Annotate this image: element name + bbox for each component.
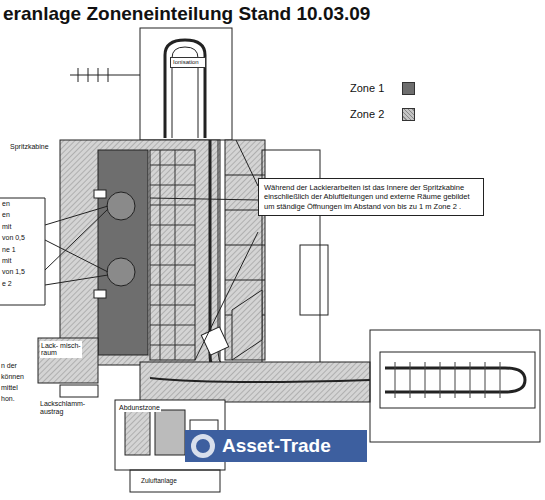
legend-label: Zone 1 — [350, 82, 384, 95]
node-text: en — [2, 200, 48, 208]
plan-label: Zuluftanlage — [140, 477, 178, 484]
node-text: von 0,5 — [2, 234, 48, 242]
node-text: ne 1 — [2, 246, 48, 254]
node-text: mit — [2, 257, 48, 265]
station-label: Ionisation — [170, 57, 206, 68]
legend-label: Zone 2 — [350, 108, 384, 121]
node-text: Lack- misch- raum — [41, 342, 81, 357]
room-label: Lack- misch- raum — [40, 341, 82, 358]
legend-swatch — [402, 82, 415, 95]
plan-label: Lackschlamm- austrag — [40, 400, 90, 416]
node-text: en — [2, 211, 48, 219]
watermark-ground — [185, 430, 367, 462]
legend-swatch — [402, 108, 415, 121]
plan-label: hon. — [1, 395, 15, 403]
plan-label: mittel — [1, 384, 18, 392]
node-text: Während der Lackierarbeiten ist das Inne… — [264, 183, 478, 211]
plan-label: Abdunstzone — [118, 404, 161, 412]
node-text: Ionisation — [173, 59, 203, 66]
node-text: von 1,5 — [2, 268, 48, 276]
plan-label: können — [1, 373, 24, 381]
note-box: Während der Lackierarbeiten ist das Inne… — [258, 178, 484, 216]
node-text: mit — [2, 223, 48, 231]
plan-label: Spritzkabine — [10, 143, 49, 151]
drawing-title: eranlage Zoneneinteilung Stand 10.03.09 — [3, 3, 370, 25]
plan-label: n der — [1, 362, 17, 370]
node-text: e 2 — [2, 280, 48, 288]
watermark: Asset-Trade — [222, 435, 331, 457]
note-fragment: en en mit von 0,5 ne 1 mit von 1,5 e 2 — [1, 200, 49, 291]
